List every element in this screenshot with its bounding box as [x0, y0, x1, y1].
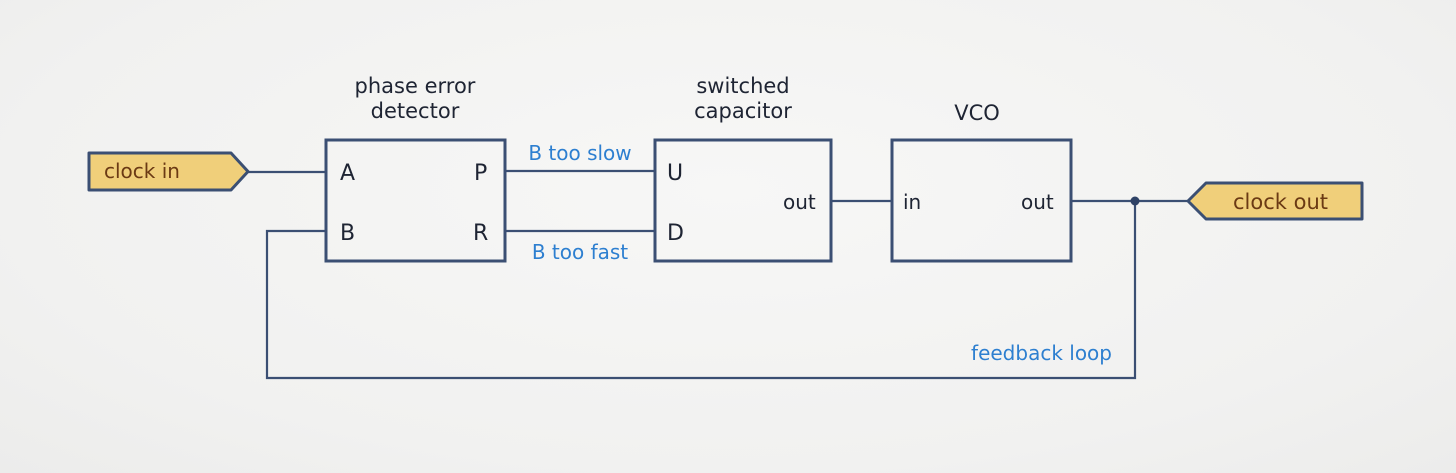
port-d-label: D [667, 221, 684, 246]
switched-capacitor-title-line2: capacitor [694, 99, 792, 123]
port-r-label: R [473, 221, 488, 246]
port-p-label: P [474, 161, 487, 186]
vco-block [890, 138, 1073, 263]
switched-capacitor-title-line1: switched [696, 74, 789, 98]
phase-detector-title-line1: phase error [355, 74, 476, 98]
clock-out-tag [1186, 181, 1364, 221]
wire-feedback-loop [265, 201, 1137, 380]
clock-in-label: clock in [104, 159, 180, 183]
phase-detector-block [324, 138, 507, 263]
phase-detector-title-line2: detector [371, 99, 460, 123]
port-a-label: A [340, 161, 355, 186]
clock-out-label: clock out [1233, 190, 1328, 214]
port-b-label: B [340, 221, 355, 246]
feedback-loop-label: feedback loop [971, 341, 1112, 365]
up-signal-label: B too slow [528, 141, 631, 165]
sc-out-port-label: out [783, 190, 816, 214]
vco-out-port-label: out [1021, 190, 1054, 214]
vco-in-port-label: in [903, 190, 921, 214]
vco-title: VCO [954, 101, 1000, 125]
junction-dot [1130, 196, 1140, 206]
down-signal-label: B too fast [532, 240, 628, 264]
clock-in-tag [87, 151, 250, 192]
port-u-label: U [667, 161, 683, 186]
switched-capacitor-block [653, 138, 833, 263]
